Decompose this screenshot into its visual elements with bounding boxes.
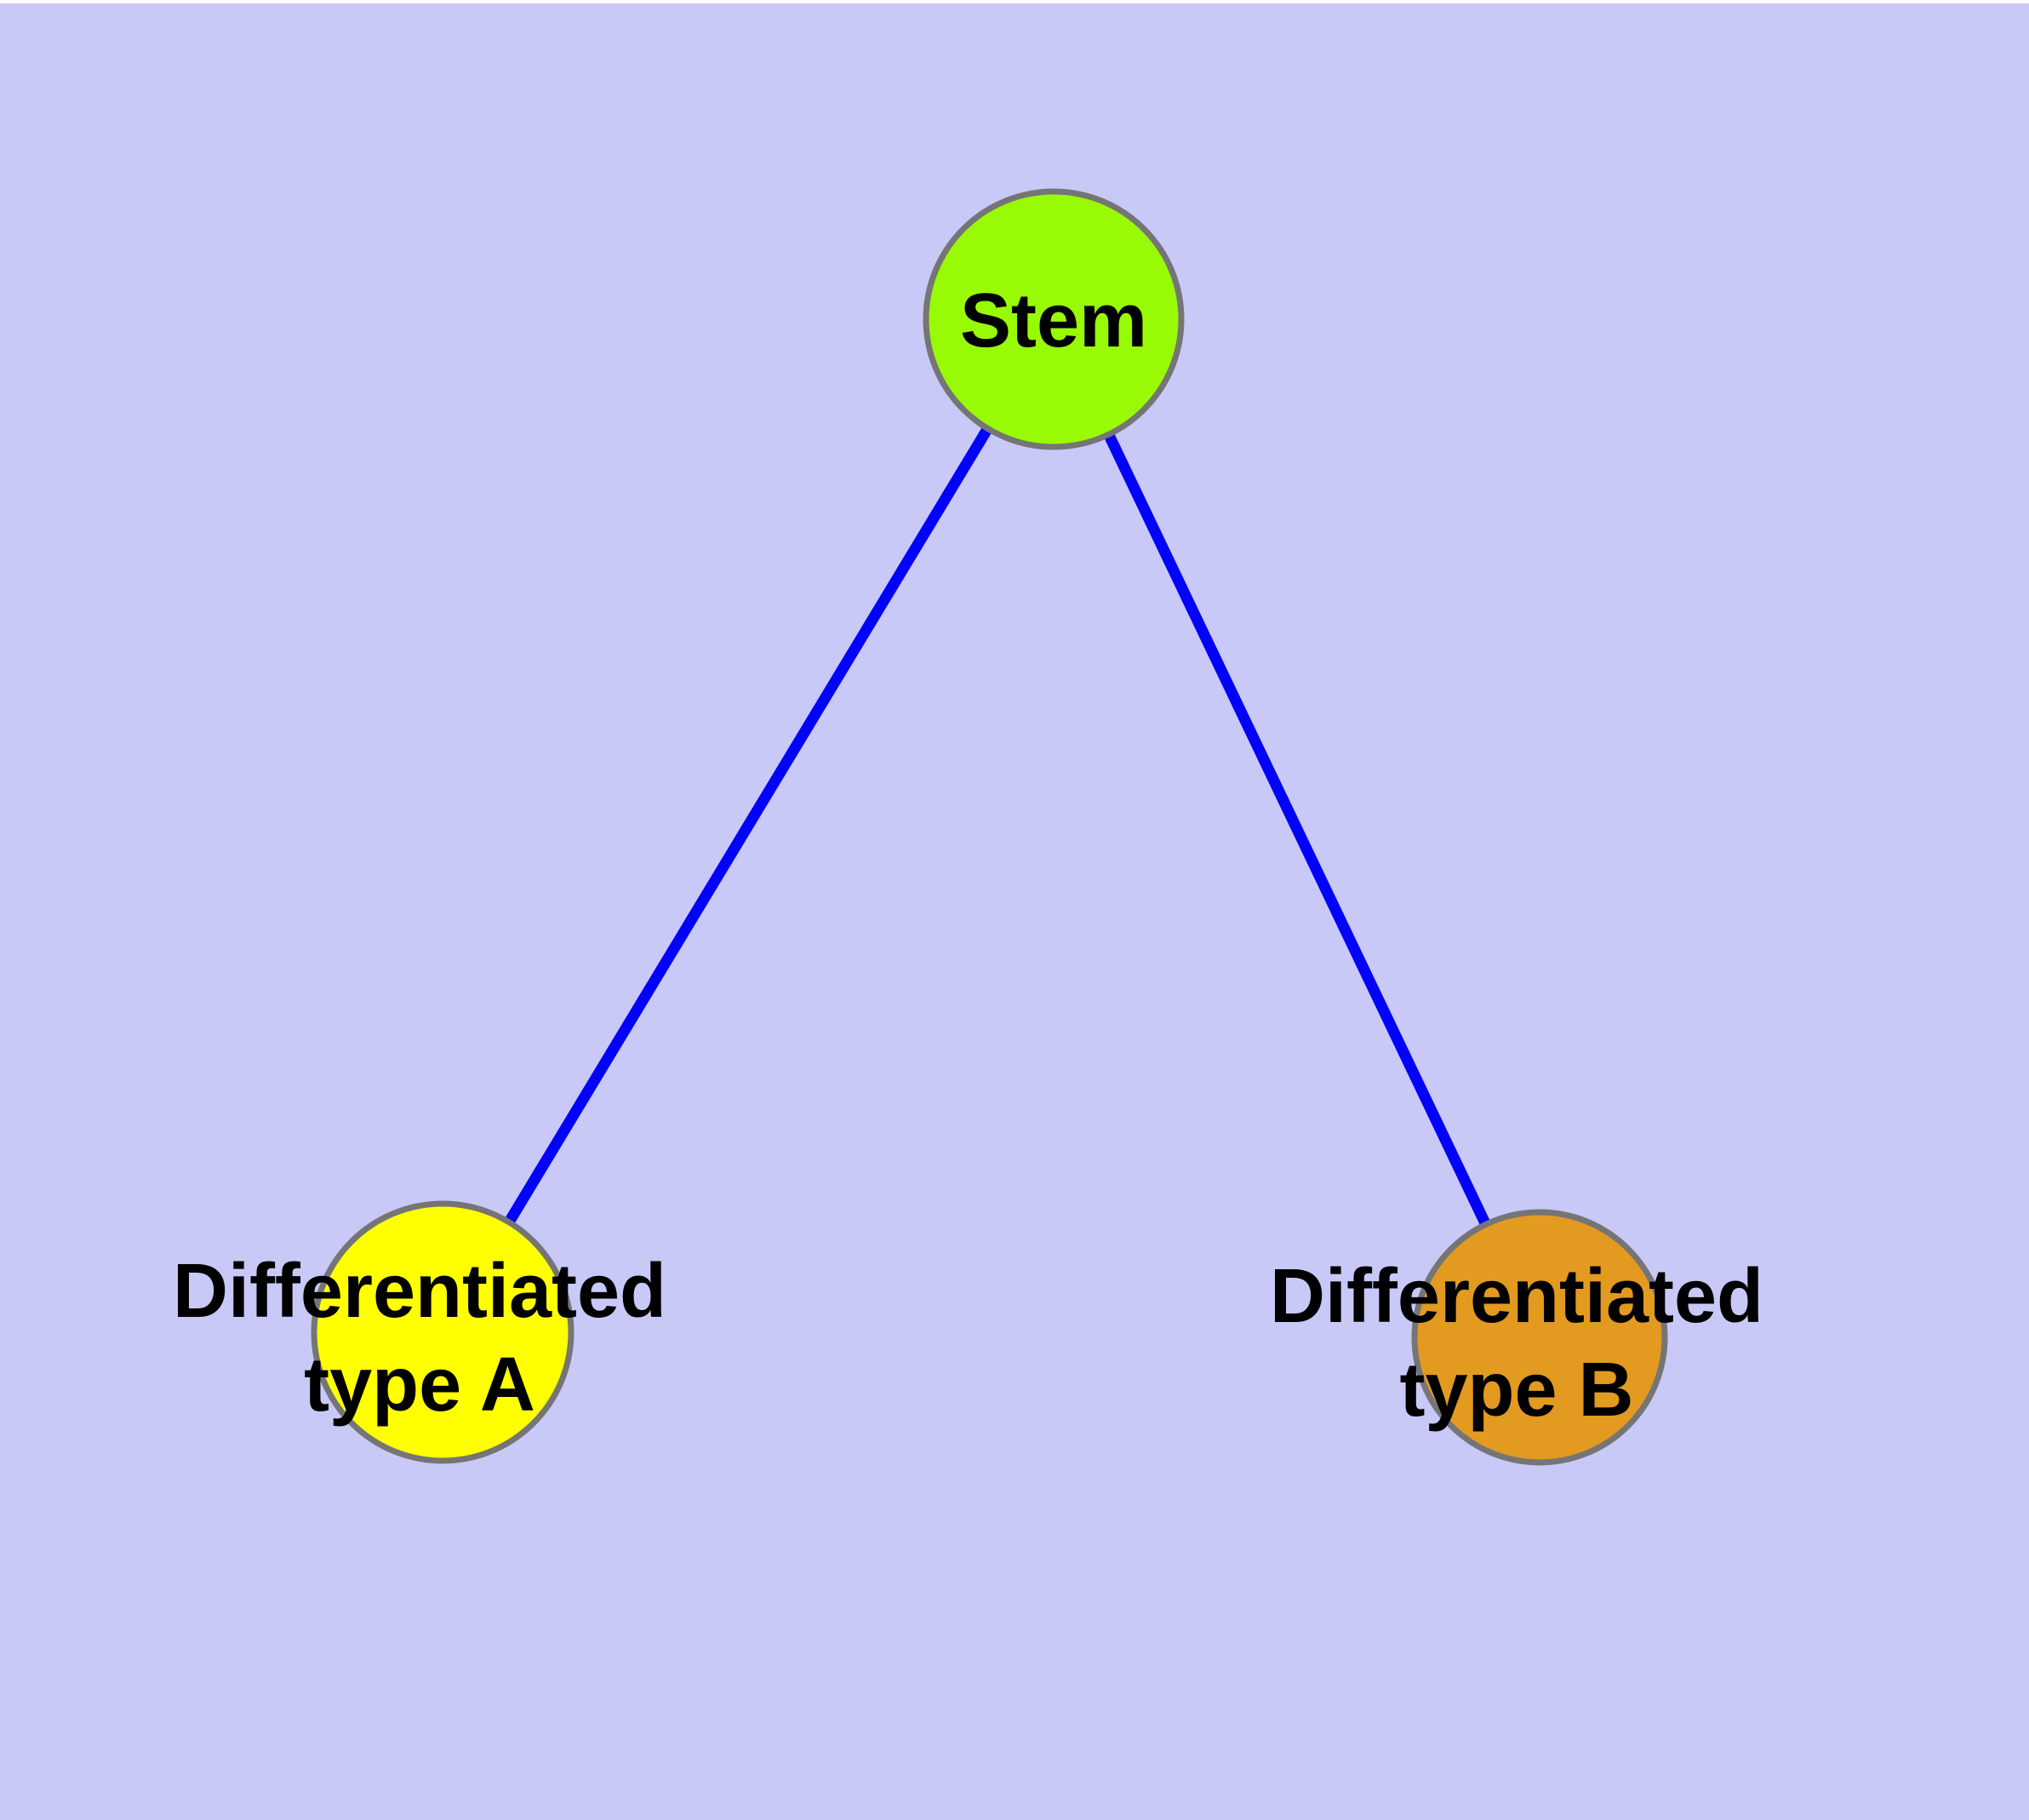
node-differentiated-type-a-circle: [311, 1200, 574, 1464]
node-stem-circle: [923, 188, 1185, 450]
edge-stem-to-type-b: [1049, 317, 1545, 1340]
node-differentiated-type-b-label-line2: type B: [1399, 1348, 1633, 1433]
node-differentiated-type-b-circle: [1411, 1209, 1668, 1466]
node-stem-label: Stem: [960, 278, 1147, 363]
node-differentiated-type-b-label-line1: Differentiated: [1270, 1254, 1763, 1339]
node-differentiated-type-a-label-line1: Differentiated: [173, 1249, 666, 1334]
node-differentiated-type-a-label-line2: type A: [304, 1342, 535, 1428]
edge-stem-to-type-a: [437, 316, 1059, 1336]
